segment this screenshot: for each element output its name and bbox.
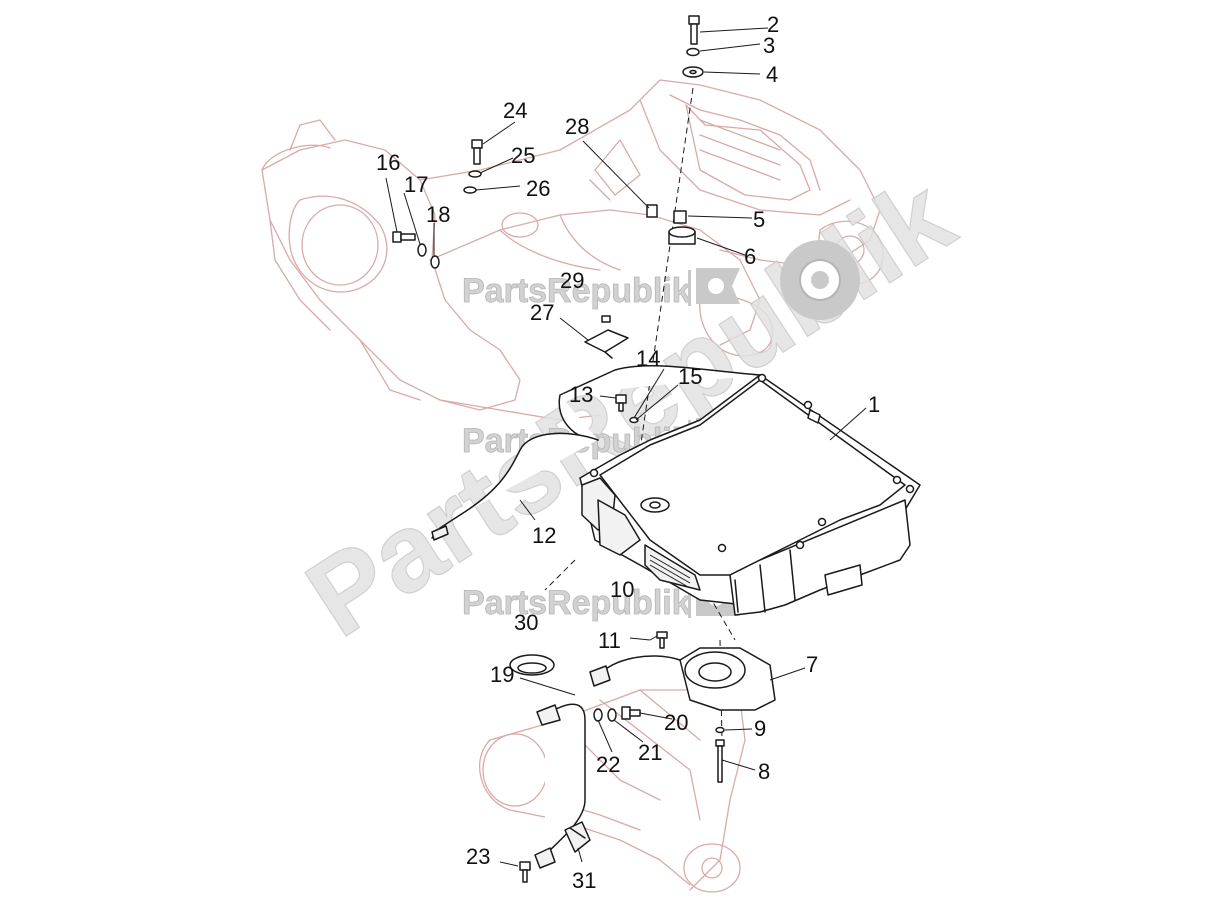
- callout-8: 8: [758, 759, 770, 784]
- part-31-clip: [564, 821, 591, 853]
- callout-18: 18: [426, 202, 450, 227]
- callout-21: 21: [638, 740, 662, 765]
- callout-9: 9: [754, 716, 766, 741]
- callout-17: 17: [404, 172, 428, 197]
- callout-16: 16: [376, 150, 400, 175]
- callout-10: 10: [610, 577, 634, 602]
- frame-ghost-outline: [261, 79, 884, 421]
- callout-30: 30: [514, 610, 538, 635]
- watermark-small-text-1: PartsRepublik: [462, 272, 691, 310]
- callout-14: 14: [636, 346, 660, 371]
- callout-13: 13: [569, 382, 593, 407]
- hardware-parts: [392, 15, 725, 883]
- callout-22: 22: [596, 752, 620, 777]
- leader-lines: [385, 27, 867, 867]
- callout-19: 19: [490, 662, 514, 687]
- callout-labels: 1 2 3 4 5 6 7 8 9 10 11 12 13 14 15 16 1…: [376, 12, 880, 893]
- watermark-small-text-3: PartsRepublik: [462, 584, 691, 622]
- watermark-large-gear-icon: [780, 240, 860, 320]
- watermark-small-3: PartsRepublik: [462, 580, 740, 622]
- callout-31: 31: [572, 868, 596, 893]
- part-19-cable: [534, 703, 586, 869]
- watermark-small-1: PartsRepublik: [462, 268, 740, 310]
- callout-5: 5: [753, 207, 765, 232]
- callout-11: 11: [598, 628, 621, 653]
- callout-24: 24: [503, 98, 527, 123]
- callout-3: 3: [763, 33, 775, 58]
- callout-25: 25: [511, 143, 535, 168]
- part-30-grommet: [509, 654, 555, 676]
- callout-4: 4: [766, 62, 778, 87]
- callout-1: 1: [868, 392, 880, 417]
- callout-28: 28: [565, 114, 589, 139]
- callout-29: 29: [560, 268, 584, 293]
- callout-7: 7: [806, 652, 818, 677]
- callout-26: 26: [526, 176, 550, 201]
- callout-6: 6: [744, 244, 756, 269]
- part-12-cable: [431, 364, 761, 541]
- callout-20: 20: [664, 710, 688, 735]
- callout-23: 23: [466, 844, 490, 869]
- callout-12: 12: [532, 523, 556, 548]
- callout-15: 15: [678, 364, 702, 389]
- part-1-control-unit: [579, 373, 921, 616]
- part-7-sensor: [589, 647, 776, 711]
- callout-2: 2: [767, 12, 779, 37]
- callout-27: 27: [530, 300, 554, 325]
